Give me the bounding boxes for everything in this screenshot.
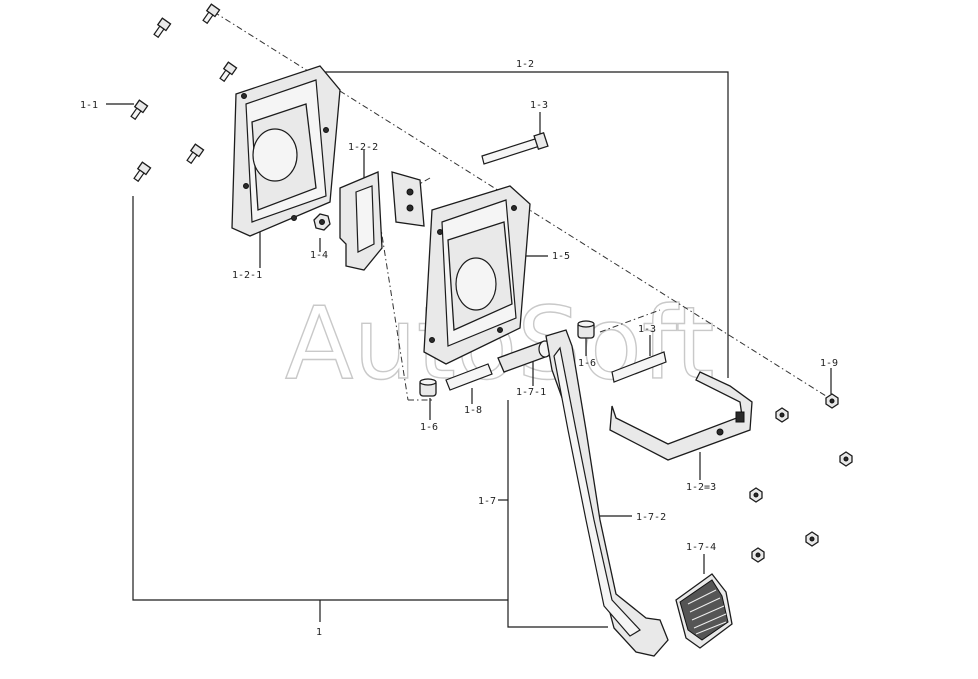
nut-4: [749, 487, 763, 503]
bolt-6: [133, 161, 152, 183]
nut-1: [825, 393, 839, 409]
bolt-3: [219, 61, 238, 83]
front-mounting-plate: [423, 185, 531, 365]
pivot-pin: [481, 131, 549, 165]
label-1-7: 1-7: [478, 496, 496, 507]
bolt-5: [186, 143, 205, 165]
nut-1-4: [313, 213, 331, 231]
label-1-7-2: 1-7-2: [636, 512, 666, 523]
label-1-4: 1-4: [310, 250, 328, 261]
label-1-7-1: 1-7-1: [516, 387, 546, 398]
label-1-5: 1-5: [552, 251, 570, 262]
label-1-6-right: 1-6: [578, 358, 596, 369]
nut-group: [749, 393, 853, 563]
part-labels: 1 1-1 1-2 1-2-1 1-2-2 1-2=3 1-3 1-3 1-4 …: [80, 59, 838, 638]
bushing-left: [419, 378, 437, 397]
label-1-1: 1-1: [80, 100, 98, 111]
pedal-pad: [675, 573, 733, 649]
nut-2: [775, 407, 789, 423]
nut-3: [839, 451, 853, 467]
label-1-2: 1-2: [516, 59, 534, 70]
bushing-right: [577, 320, 595, 339]
label-1-2-1: 1-2-1: [232, 270, 262, 281]
switch-cover: [609, 351, 753, 461]
bolt-group: [130, 3, 238, 183]
label-1-3: 1-3: [530, 100, 548, 111]
label-1-7-4: 1-7-4: [686, 542, 716, 553]
pedal-arm: [545, 329, 669, 657]
label-1: 1: [316, 627, 322, 638]
label-1-2-2: 1-2-2: [348, 142, 378, 153]
label-1-2-3: 1-2=3: [686, 482, 716, 493]
sleeve: [445, 363, 493, 391]
leader-lines: [106, 71, 832, 628]
switch-bracket: [339, 171, 425, 271]
bolt-2: [202, 3, 221, 25]
label-1-9: 1-9: [820, 358, 838, 369]
nut-6: [751, 547, 765, 563]
label-1-3-right: 1-3: [638, 324, 656, 335]
pedal-shaft: [497, 340, 552, 373]
label-1-6-left: 1-6: [420, 422, 438, 433]
label-1-8: 1-8: [464, 405, 482, 416]
bolt-1: [153, 17, 172, 39]
nut-5: [805, 531, 819, 547]
bolt-4: [130, 99, 149, 121]
rear-mounting-plate: [231, 65, 341, 237]
